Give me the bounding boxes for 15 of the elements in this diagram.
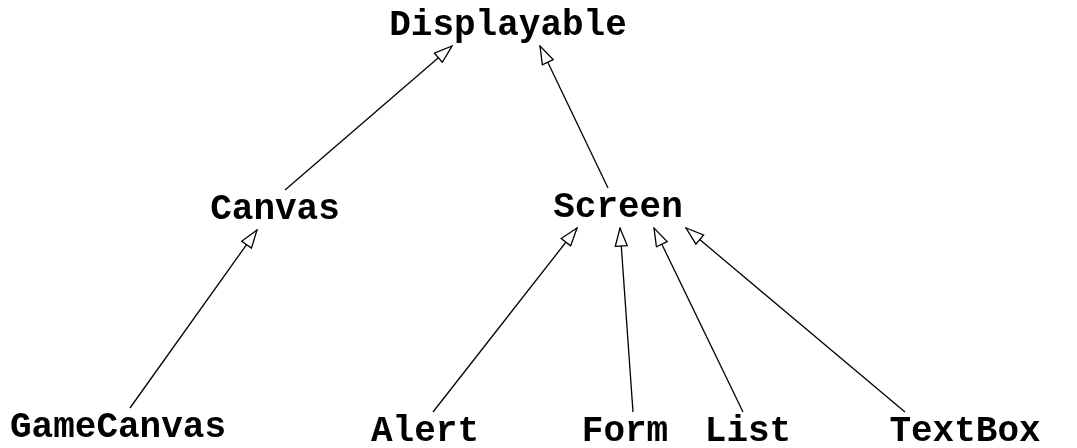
inheritance-arrow [129, 229, 258, 409]
inheritance-arrow [614, 227, 634, 413]
inheritance-arrow [653, 227, 744, 413]
class-name: Alert [370, 412, 480, 448]
class-name: Displayable [388, 6, 628, 46]
inheritance-arrow [539, 45, 609, 189]
class-name: Form [580, 412, 670, 448]
inheritance-arrow [685, 227, 906, 413]
inheritance-arrow [284, 45, 453, 191]
class-name: List [703, 412, 793, 448]
class-name: Screen [552, 188, 684, 228]
class-name: GameCanvas [9, 408, 227, 448]
class-name: TextBox [888, 412, 1042, 448]
inheritance-arrow [432, 227, 578, 413]
class-name: Canvas [209, 190, 341, 230]
